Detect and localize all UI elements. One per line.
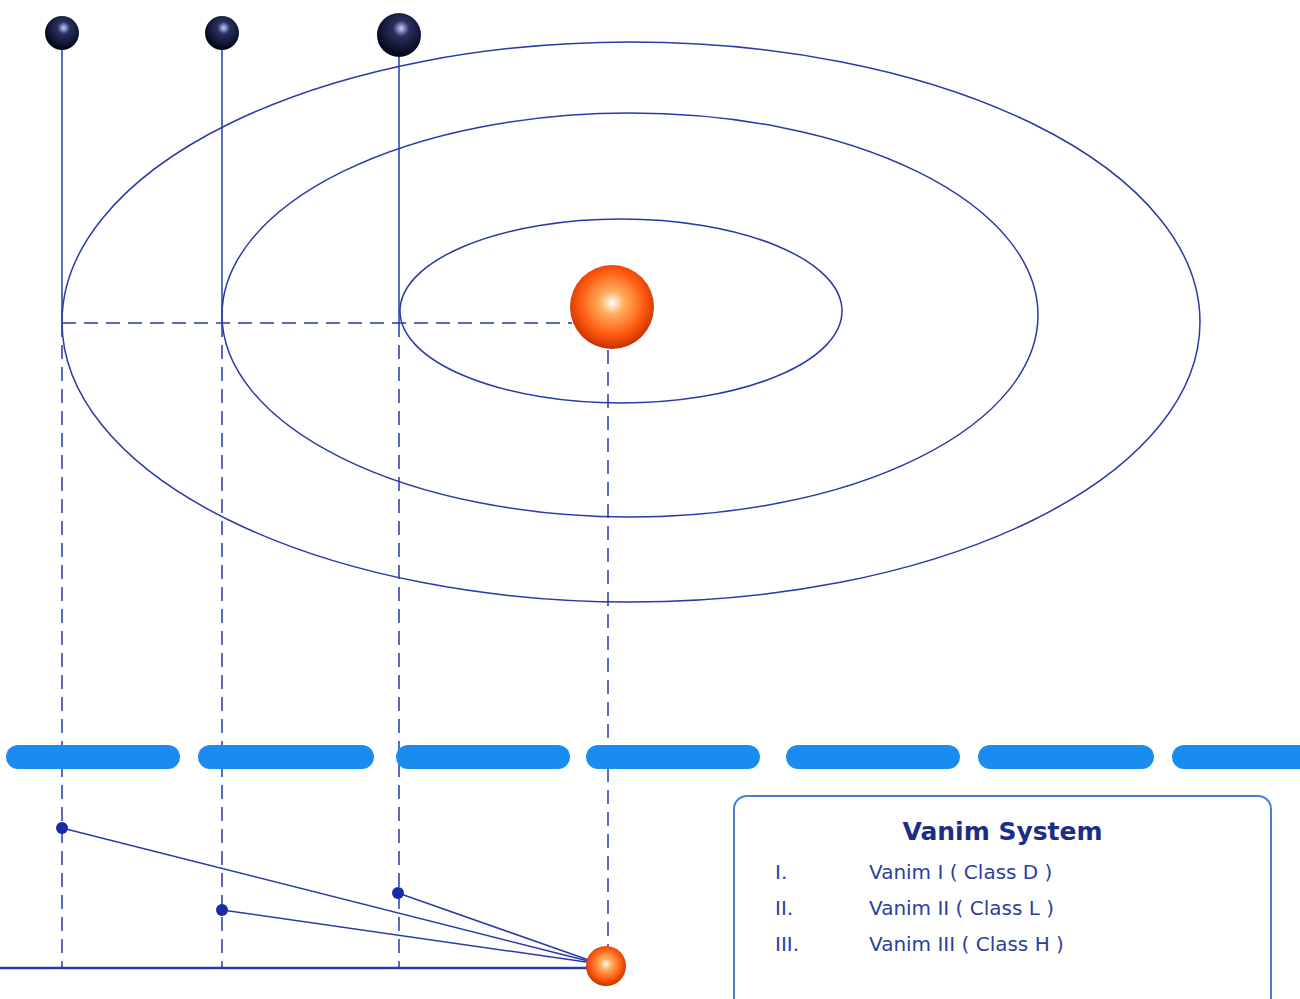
planet-marker xyxy=(392,887,404,899)
outer-orbit xyxy=(62,42,1200,602)
star-marker xyxy=(586,946,626,986)
band-segment xyxy=(198,745,374,769)
list-numeral: III. xyxy=(775,932,799,956)
band-segment xyxy=(396,745,570,769)
base-line xyxy=(0,967,600,970)
planet-stalk xyxy=(221,40,223,323)
planet-stalk xyxy=(398,45,400,323)
band-segment xyxy=(1172,745,1300,769)
planet xyxy=(45,16,79,50)
projection-line xyxy=(62,322,572,324)
planet-marker xyxy=(56,822,68,834)
planet xyxy=(205,16,239,50)
projection-line xyxy=(221,323,223,968)
projection-line xyxy=(61,323,63,968)
legend-item: Vanim II ( Class L ) xyxy=(869,896,1054,920)
projection-line xyxy=(398,323,400,968)
distance-line xyxy=(222,910,600,964)
band-segment xyxy=(786,745,960,769)
legend-box: Vanim SystemI. Vanim I ( Class D ) II. Vani… xyxy=(733,795,1272,999)
legend-item: Vanim I ( Class D ) xyxy=(869,860,1052,884)
planet-stalk xyxy=(61,40,63,323)
distance-line xyxy=(398,893,600,964)
legend-item: Vanim III ( Class H ) xyxy=(869,932,1064,956)
list-numeral: I. xyxy=(775,860,787,884)
band-segment xyxy=(586,745,760,769)
distance-line xyxy=(62,828,600,964)
planet-marker xyxy=(216,904,228,916)
planet xyxy=(377,13,421,57)
band-segment xyxy=(978,745,1154,769)
middle-orbit xyxy=(222,113,1038,517)
star xyxy=(570,265,654,349)
band-segment xyxy=(6,745,180,769)
inner-orbit xyxy=(400,219,842,403)
list-numeral: II. xyxy=(775,896,793,920)
projection-line xyxy=(607,350,609,948)
legend-title: Vanim System xyxy=(902,817,1102,846)
